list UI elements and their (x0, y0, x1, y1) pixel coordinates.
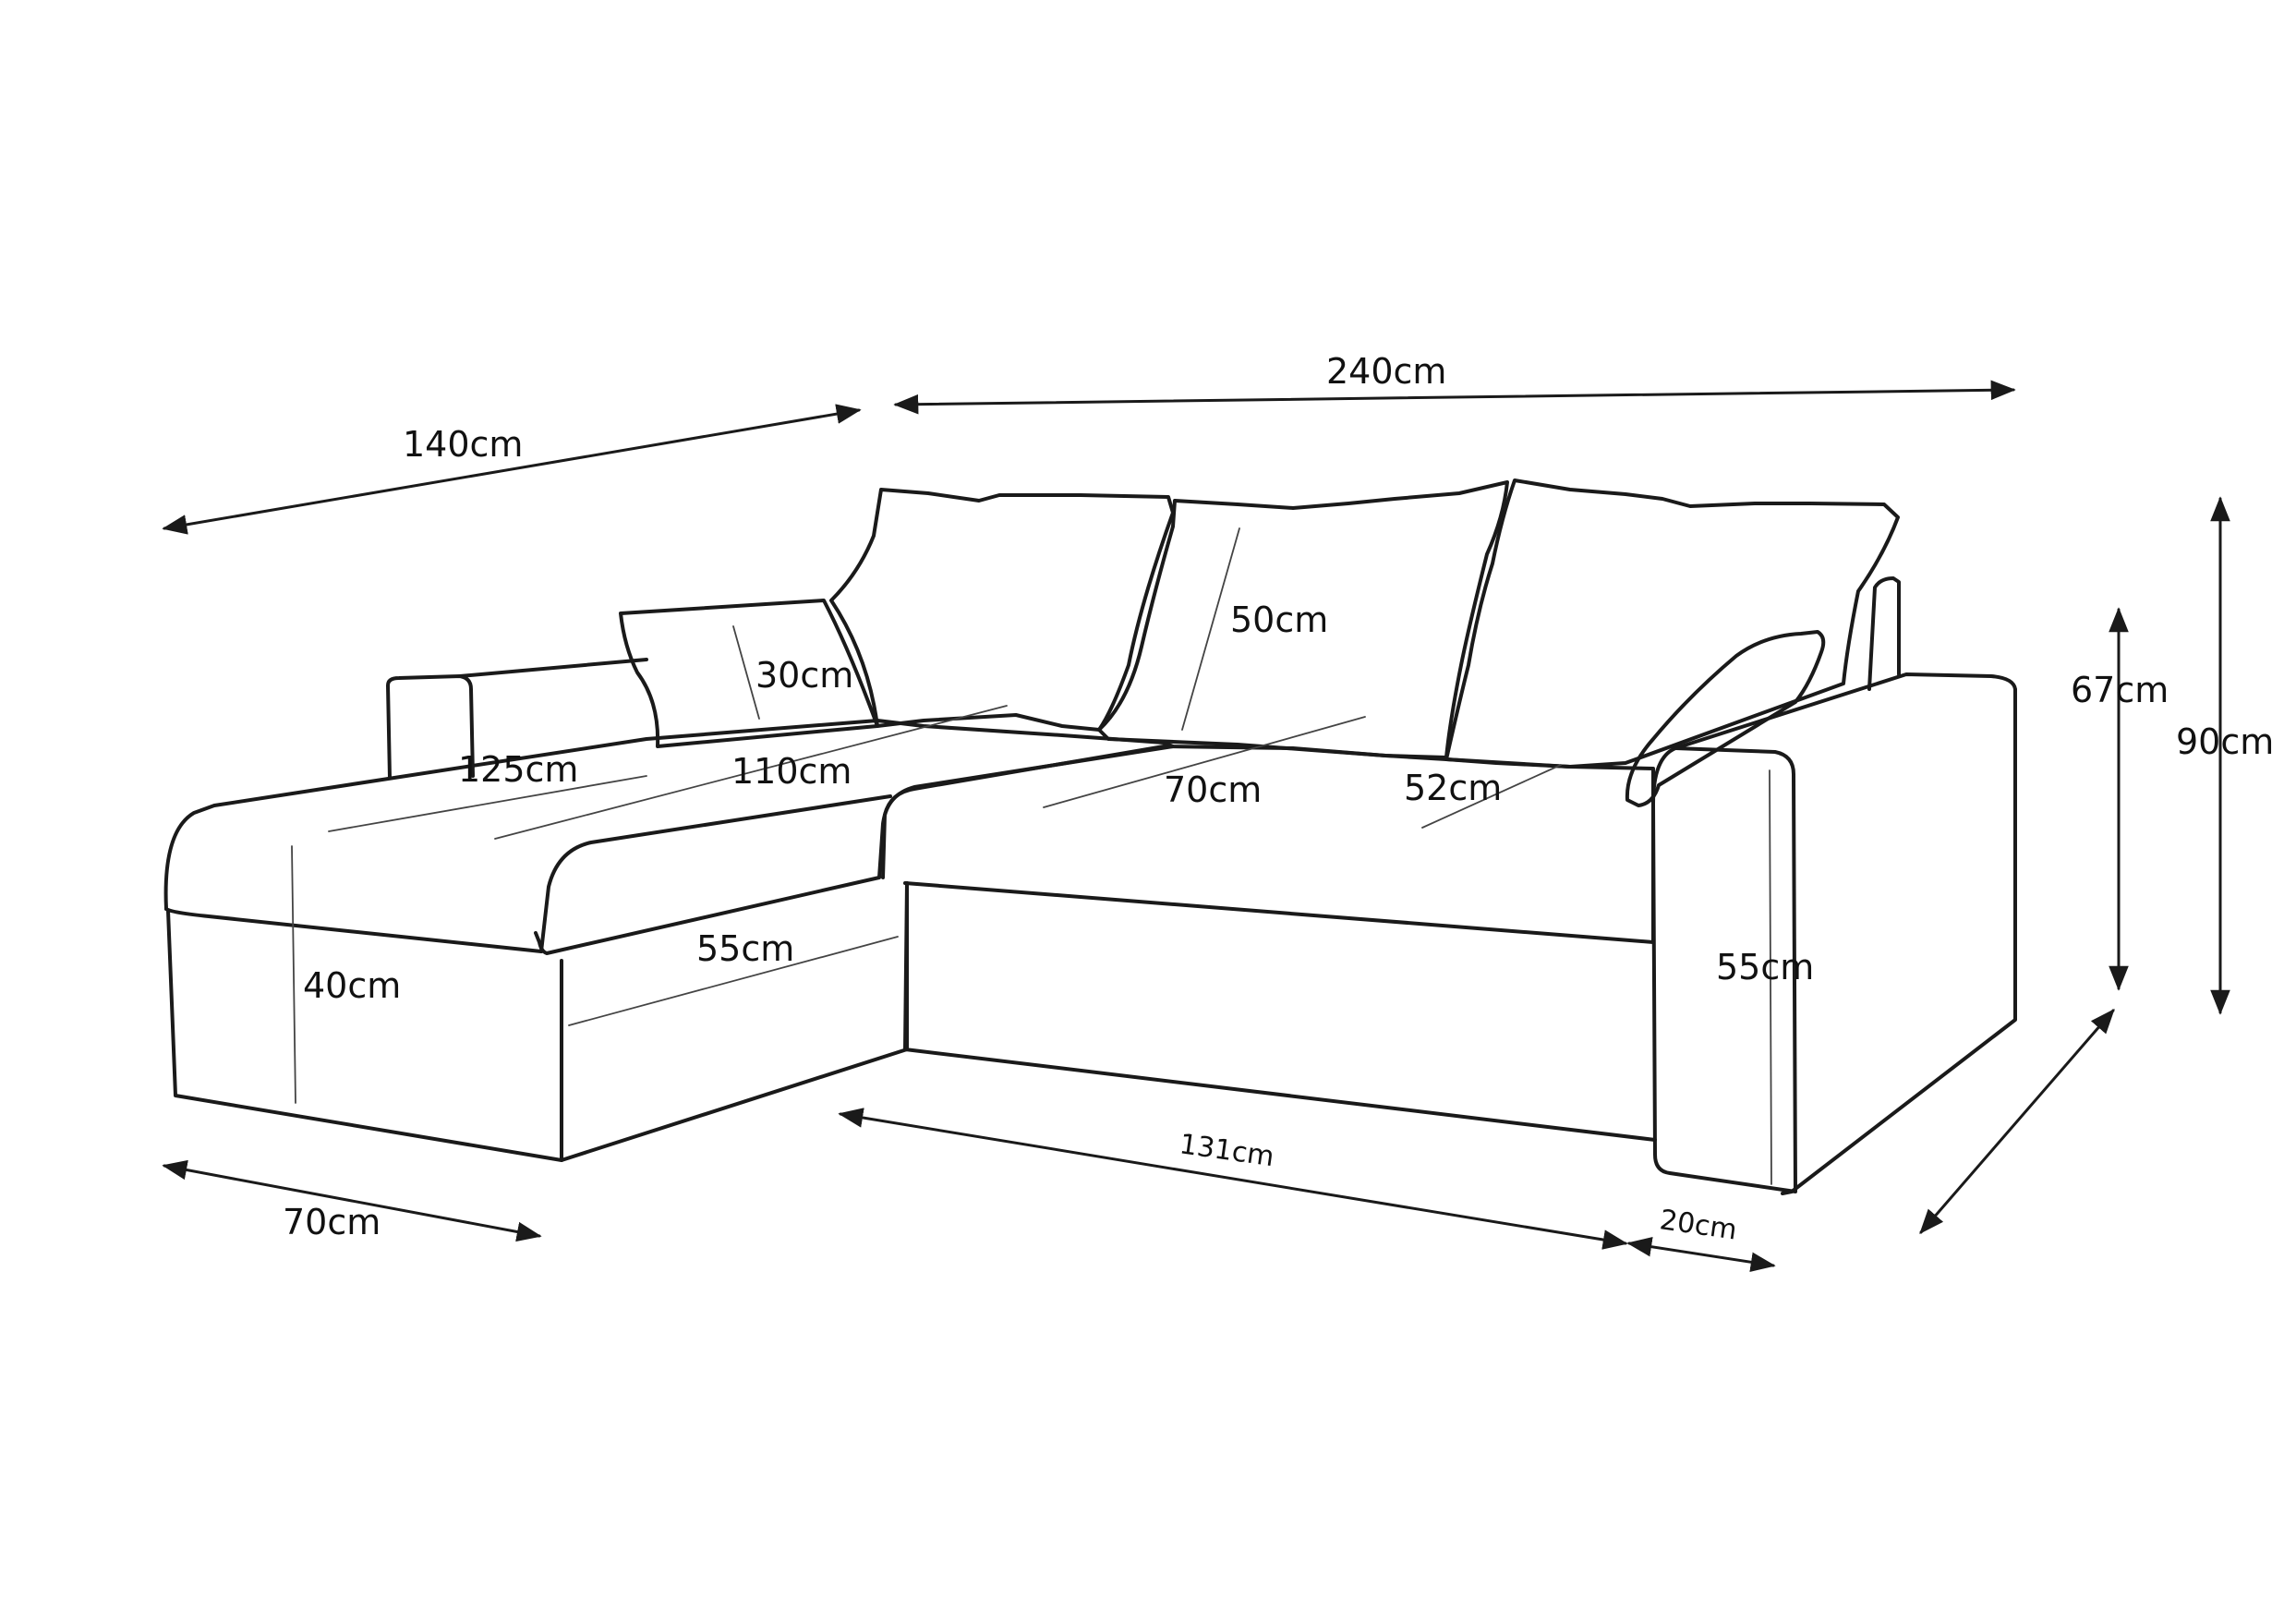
left-armrest-top (458, 658, 648, 678)
throw-pillow-right (1625, 630, 1826, 807)
label-armrest-width: 20cm (1658, 1204, 1739, 1246)
label-chaise-cushion-length: 110cm (731, 751, 852, 792)
right-armrest (1651, 672, 2017, 1195)
label-main-seat-depth: 52cm (1404, 768, 1502, 808)
back-cushion-3 (1444, 478, 1900, 769)
arrow-240 (893, 380, 2016, 415)
label-chaise-width: 70cm (283, 1202, 381, 1242)
chaise-front-cushion (164, 907, 543, 953)
label-armrest-height: 67cm (2071, 670, 2169, 710)
chaise-base-side (560, 881, 909, 1162)
arrow-depth-right (1919, 1008, 2115, 1235)
left-armrest (386, 674, 475, 780)
label-overall-width: 240cm (1326, 351, 1446, 392)
back-cushion-1 (829, 488, 1175, 732)
right-armrest-seam (1769, 769, 1772, 1185)
label-back-cushion-height: 50cm (1230, 600, 1328, 640)
label-sleeping-area-width: 131cm (1178, 1128, 1276, 1173)
right-rear-post (1867, 576, 1901, 691)
back-cushion-2 (1097, 480, 1509, 759)
chaise-inner-cushion (539, 794, 892, 953)
label-seat-height-right: 55cm (1716, 947, 1814, 987)
throw-pillow-left (619, 599, 879, 748)
main-base (903, 881, 1657, 1142)
arrow-140 (162, 404, 862, 535)
label-seat-front-height: 40cm (303, 965, 401, 1006)
label-chaise-length: 140cm (403, 424, 523, 465)
arrow-131 (838, 1108, 1628, 1250)
internal-measure-lines (291, 527, 1562, 1104)
label-seat-depth-left: 55cm (696, 928, 794, 969)
arrow-70-chaise (162, 1159, 542, 1242)
chaise-base (166, 909, 563, 1162)
label-backrest-height: 90cm (2176, 721, 2274, 762)
right-armrest-front (1651, 746, 1797, 1193)
label-pillow-height: 30cm (755, 655, 853, 696)
label-chaise-seat-length: 125cm (458, 749, 578, 790)
dimension-labels: 240cm 140cm 90cm 67cm 55cm 125cm 110cm 5… (283, 351, 2274, 1247)
arrow-20 (1626, 1237, 1776, 1272)
main-seat (881, 745, 1655, 944)
label-seat-depth-main: 70cm (1164, 769, 1262, 810)
chaise-seat (163, 719, 1175, 955)
sofa-drawing (163, 478, 2017, 1195)
dimension-arrows (162, 380, 2230, 1272)
